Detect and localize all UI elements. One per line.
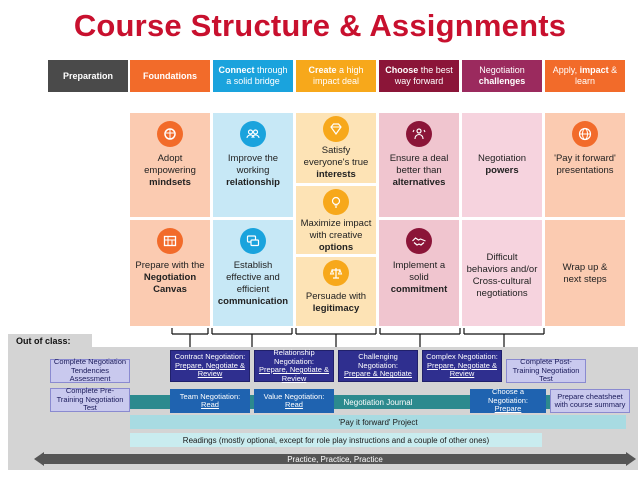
relationship-negotiation-box[interactable]: Relationship Negotiation: Prepare, Negot… — [254, 348, 334, 383]
contract-negotiation-link[interactable]: Prepare, Negotiate & Review — [174, 360, 246, 379]
pre-training-test-box: Complete Pre-Training Negotiation Test — [50, 387, 130, 412]
cell-apply-wrapup: Wrap up & next steps — [545, 220, 625, 326]
cell-challenges-powers: Negotiation powers — [462, 113, 542, 217]
out-of-class-label: Out of class: — [16, 336, 71, 346]
contract-negotiation-box[interactable]: Contract Negotiation: Prepare, Negotiate… — [170, 350, 250, 382]
canvas-icon — [157, 228, 183, 254]
cell-create-options: Maximize impact with creative options — [296, 186, 376, 254]
cell-connect-relationship: Improve the working relationship — [213, 113, 293, 217]
out-of-class-label-box — [8, 334, 92, 348]
value-negotiation-box[interactable]: Value Negotiation: Read — [254, 389, 334, 413]
cell-connect-communication: Establish effective and efficient commun… — [213, 220, 293, 326]
phase-header-4: Choose the best way forward — [379, 60, 459, 92]
phase-header-0: Preparation — [48, 60, 128, 92]
brain-icon — [157, 121, 183, 147]
cell-challenges-difficult: Difficult behaviors and/or Cross-cultura… — [462, 220, 542, 326]
globe-icon — [572, 121, 598, 147]
practice-arrow — [34, 452, 636, 466]
diamond-icon — [323, 116, 349, 142]
bracket-connectors — [171, 328, 545, 348]
choose-negotiation-box[interactable]: Choose a Negotiation: Prepare — [470, 388, 546, 414]
practice-label: Practice, Practice, Practice — [287, 454, 383, 464]
decision-icon — [406, 121, 432, 147]
challenging-negotiation-link[interactable]: Prepare & Negotiate — [344, 369, 412, 379]
challenging-negotiation-box[interactable]: Challenging Negotiation: Prepare & Negot… — [338, 350, 418, 382]
relationship-negotiation-link[interactable]: Prepare, Negotiate & Review — [258, 365, 330, 383]
cell-foundations-mindsets: Adopt empowering mindsets — [130, 113, 210, 217]
team-negotiation-box[interactable]: Team Negotiation: Read — [170, 389, 250, 413]
chat-icon — [240, 228, 266, 254]
people-icon — [240, 121, 266, 147]
phase-header-2: Connect through a solid bridge — [213, 60, 293, 92]
choose-negotiation-link[interactable]: Prepare — [494, 404, 522, 414]
phase-header-5: Negotiation challenges — [462, 60, 542, 92]
handshake-icon — [406, 228, 432, 254]
complex-negotiation-box[interactable]: Complex Negotiation: Prepare, Negotiate … — [422, 350, 502, 382]
lightbulb-icon — [323, 189, 349, 215]
readings-band: Readings (mostly optional, except for ro… — [130, 433, 542, 447]
tendencies-assessment-box: Complete Negotiation Tendencies Assessme… — [50, 358, 130, 383]
value-negotiation-link[interactable]: Read — [285, 400, 303, 409]
cheatsheet-box: Prepare cheatsheet with course summary — [550, 389, 630, 413]
cell-apply-presentations: 'Pay it forward' presentations — [545, 113, 625, 217]
phase-header-6: Apply, impact & learn — [545, 60, 625, 92]
cell-foundations-canvas: Prepare with the Negotiation Canvas — [130, 220, 210, 326]
phase-header-3: Create a high impact deal — [296, 60, 376, 92]
page-title: Course Structure & Assignments — [73, 8, 567, 43]
post-training-test-box: Complete Post-Training Negotiation Test — [506, 358, 586, 383]
team-negotiation-link[interactable]: Read — [201, 400, 219, 409]
cell-choose-commitment: Implement a solid commitment — [379, 220, 459, 326]
pay-it-forward-project-band: 'Pay it forward' Project — [130, 415, 626, 429]
cell-create-legitimacy: Persuade with legitimacy — [296, 257, 376, 326]
complex-negotiation-link[interactable]: Prepare, Negotiate & Review — [426, 360, 498, 379]
phase-header-1: Foundations — [130, 60, 210, 92]
cell-choose-alternatives: Ensure a deal better than alternatives — [379, 113, 459, 217]
scales-icon — [323, 260, 349, 286]
cell-create-interests: Satisfy everyone's true interests — [296, 113, 376, 183]
